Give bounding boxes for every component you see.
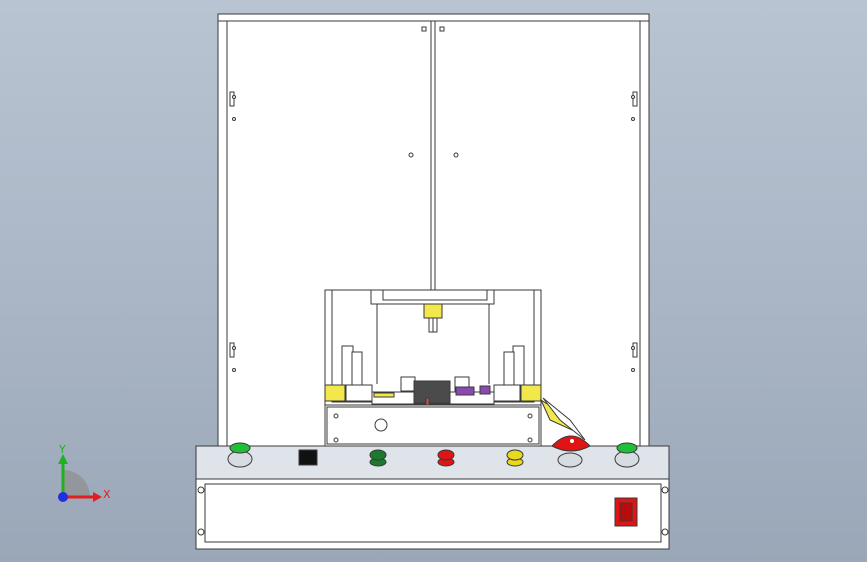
triad-y-arrow-icon <box>58 454 68 464</box>
work-table-front-plate <box>326 406 540 445</box>
workpiece-dark-icon <box>413 380 451 404</box>
left-column-block <box>351 351 363 387</box>
yellow-rail-icon <box>373 392 395 398</box>
base-screw <box>197 486 205 494</box>
hinge-upper-right-icon <box>632 91 638 107</box>
emergency-stop-center <box>570 439 574 443</box>
triad-arc-icon <box>63 470 90 497</box>
hinge-screw <box>232 368 236 372</box>
right-column-block <box>503 351 515 387</box>
hinge-screw <box>232 95 236 99</box>
door-latch-icon <box>439 26 445 32</box>
key-switch-icon[interactable] <box>298 449 318 466</box>
base-cabinet[interactable] <box>195 478 670 550</box>
triad-z-axis-icon <box>58 492 68 502</box>
door-knob-left-icon[interactable] <box>408 152 414 158</box>
hinge-screw <box>232 117 236 121</box>
hinge-screw <box>631 346 635 350</box>
base-screw <box>661 486 669 494</box>
green-indicator-icon[interactable] <box>369 449 387 461</box>
green-start-button-right-icon[interactable] <box>616 442 638 454</box>
fixture-left-clamp <box>400 376 416 392</box>
table-port-icon <box>374 418 388 432</box>
door-latch-icon <box>421 26 427 32</box>
hinge-screw <box>232 346 236 350</box>
workpiece-purple-icon <box>455 386 475 396</box>
green-start-button-left-icon[interactable] <box>229 442 251 454</box>
table-screw <box>527 413 533 419</box>
red-indicator-icon[interactable] <box>437 449 455 461</box>
workpiece-purple-icon <box>479 385 491 395</box>
table-screw <box>527 437 533 443</box>
orientation-triad: Y X <box>58 443 111 502</box>
table-screw <box>333 437 339 443</box>
control-panel-face <box>195 445 670 480</box>
hinge-upper-left-icon <box>229 91 235 107</box>
triad-x-arrow-icon <box>93 492 102 502</box>
slider-block-left <box>345 384 373 402</box>
hinge-lower-right-icon <box>632 342 638 358</box>
door-center-seam <box>430 20 436 292</box>
press-mechanism[interactable] <box>324 289 542 407</box>
emergency-stop-base <box>557 452 583 468</box>
emergency-stop-icon[interactable] <box>551 435 591 452</box>
power-switch-rocker <box>619 502 633 522</box>
hinge-screw <box>631 95 635 99</box>
door-knob-right-icon[interactable] <box>453 152 459 158</box>
slider-block-right <box>493 384 521 402</box>
yellow-block-right-icon <box>520 384 542 402</box>
work-table[interactable] <box>324 397 586 447</box>
yellow-indicator-icon[interactable] <box>506 449 524 461</box>
base-screw <box>197 528 205 536</box>
press-top-plate-inner <box>382 289 488 301</box>
base-front-panel <box>204 483 662 543</box>
table-screw <box>333 413 339 419</box>
hinge-lower-left-icon <box>229 342 235 358</box>
control-panel[interactable] <box>195 435 670 480</box>
ramp-guard <box>542 397 586 441</box>
left-column <box>341 345 354 387</box>
triad-x-label: X <box>103 488 111 501</box>
base-screw <box>661 528 669 536</box>
press-cylinder-icon <box>423 303 443 319</box>
hinge-screw <box>631 117 635 121</box>
yellow-block-left-icon <box>324 384 346 402</box>
upper-cabinet[interactable] <box>217 13 650 447</box>
right-column <box>512 345 525 387</box>
triad-y-label: Y <box>58 443 66 456</box>
hinge-screw <box>631 368 635 372</box>
